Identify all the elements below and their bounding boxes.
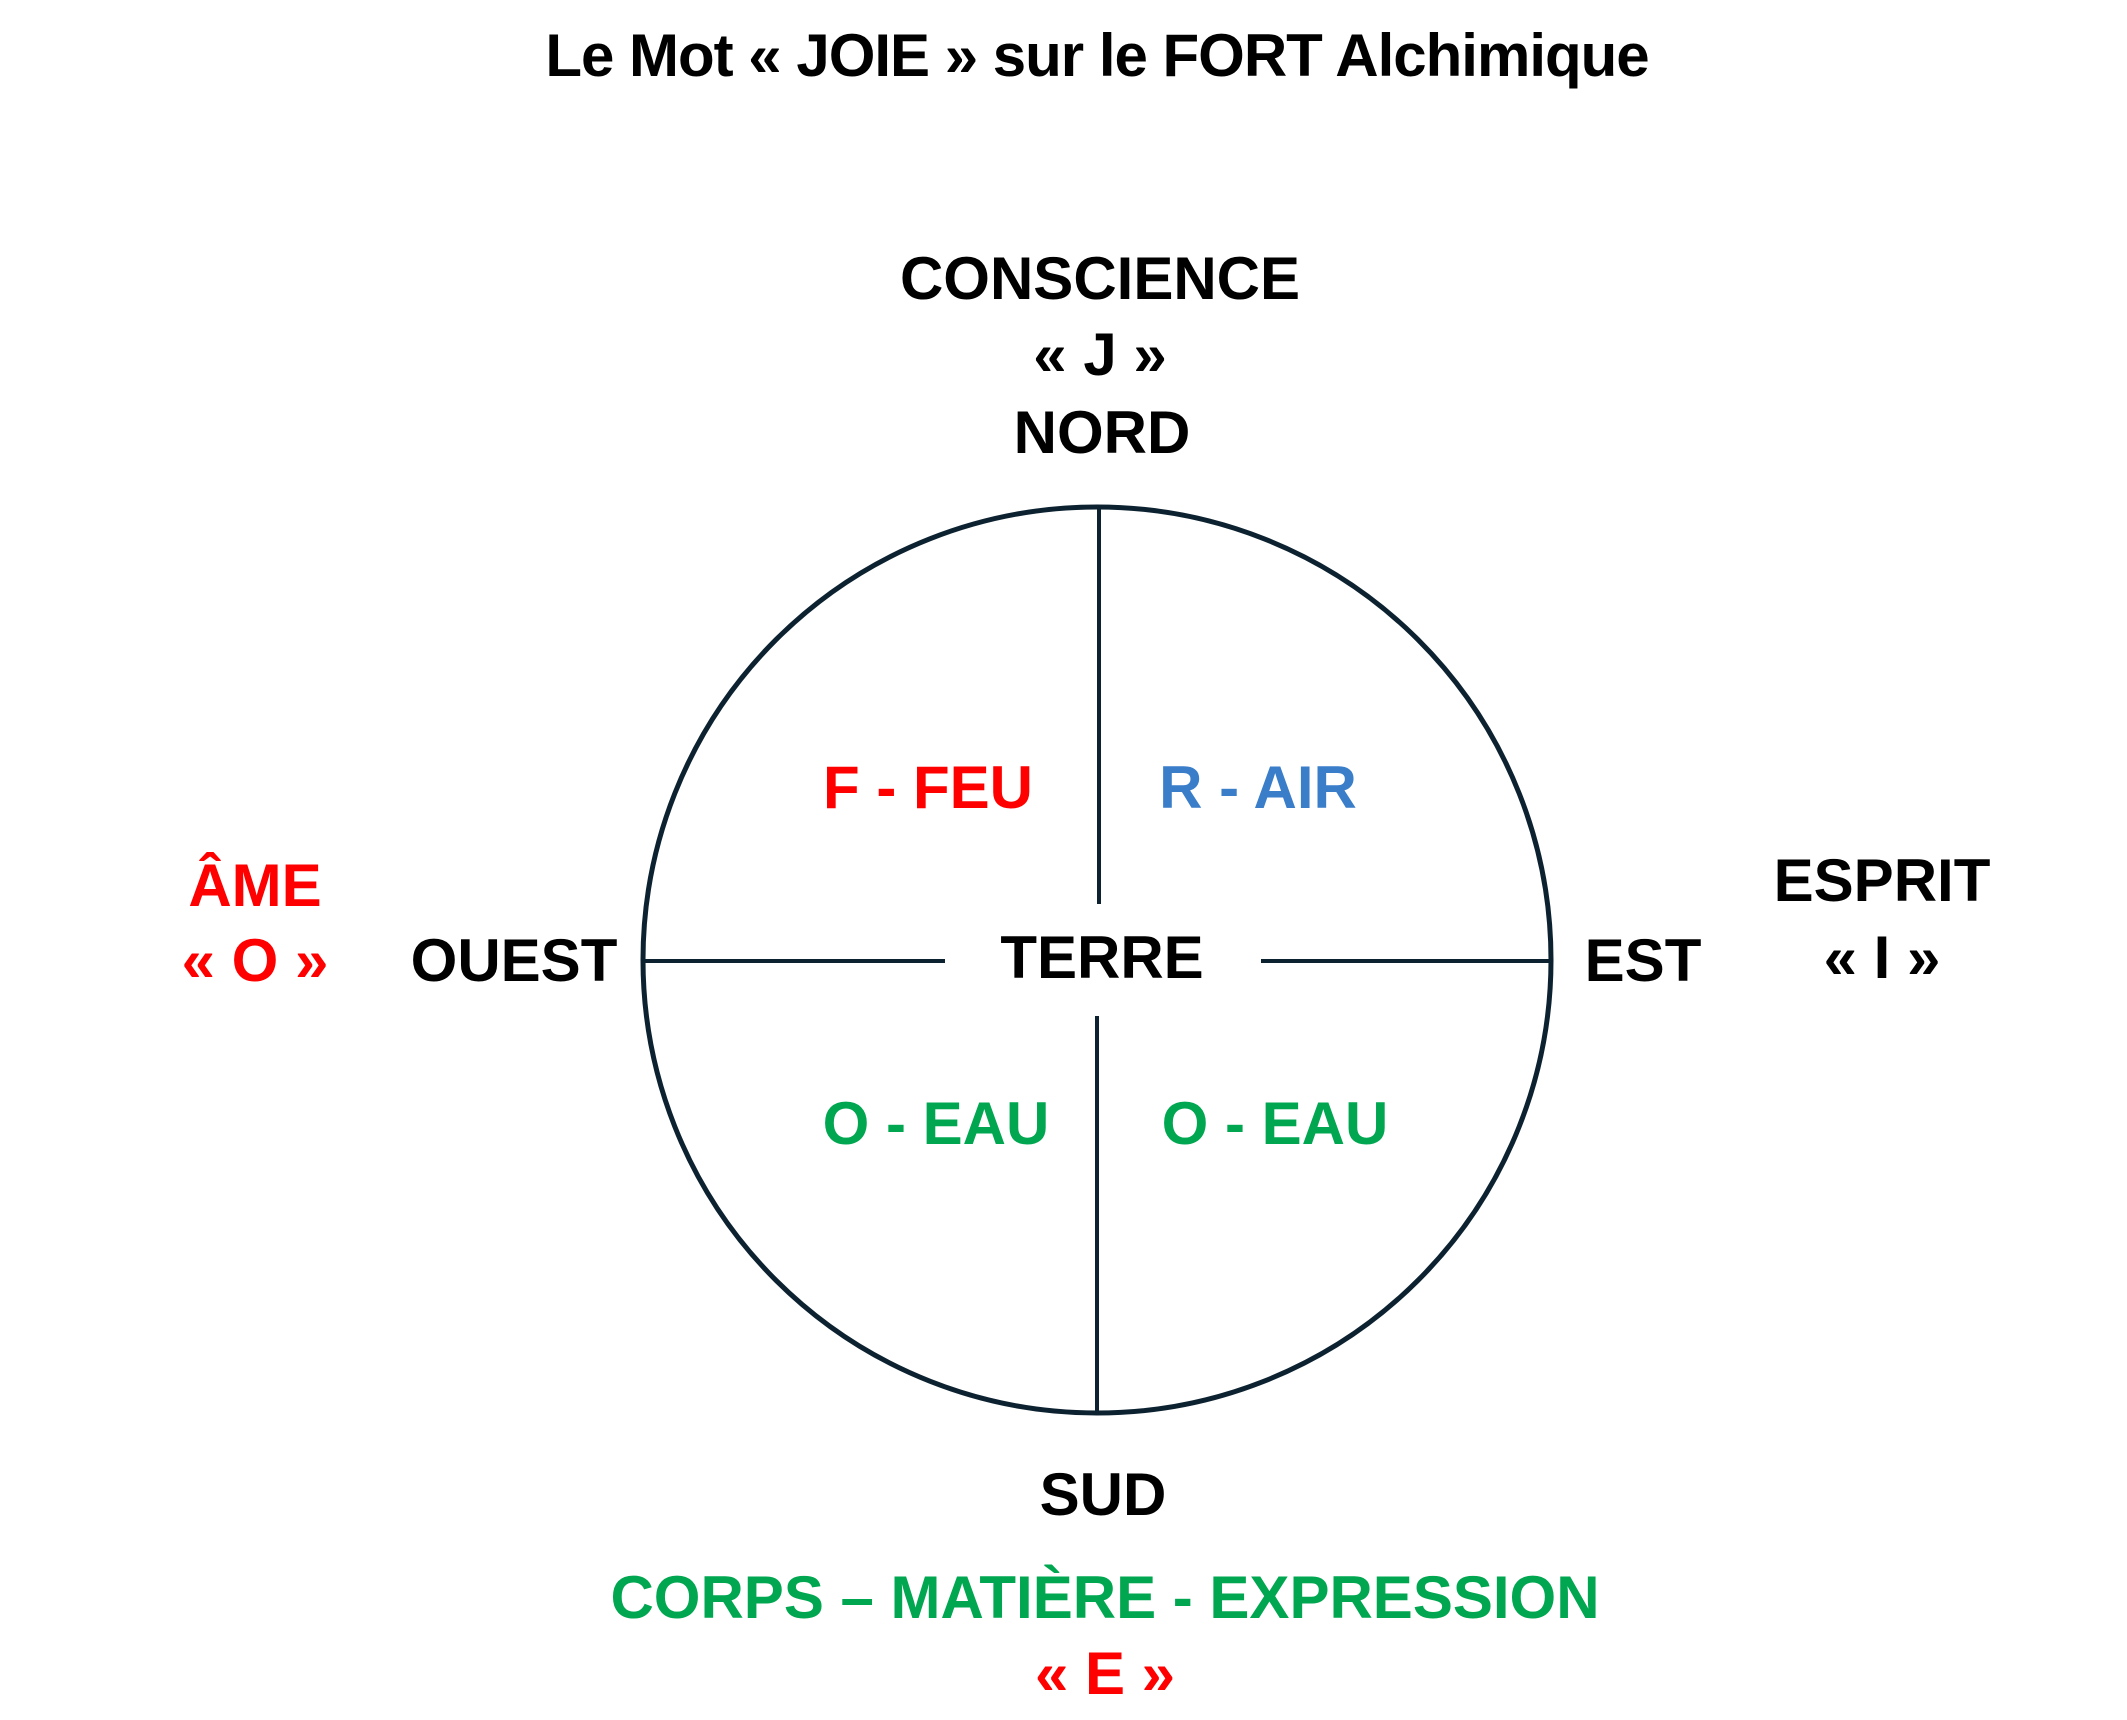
west-letter: « O » xyxy=(181,927,329,994)
east-principle: ESPRIT xyxy=(1773,847,1991,914)
north-letter: « J » xyxy=(1033,321,1167,388)
west-principle: ÂME xyxy=(188,852,322,919)
north-principle: CONSCIENCE xyxy=(899,245,1301,312)
west-direction: OUEST xyxy=(410,927,618,994)
quadrant-water-right: O - EAU xyxy=(1161,1090,1389,1157)
center-earth: TERRE xyxy=(1000,924,1204,991)
quadrant-fire: F - FEU xyxy=(823,754,1033,821)
south-direction: SUD xyxy=(1039,1461,1167,1528)
east-letter: « I » xyxy=(1823,924,1941,991)
quadrant-air: R - AIR xyxy=(1159,754,1357,821)
quadrant-water-left: O - EAU xyxy=(822,1090,1050,1157)
south-letter: « E » xyxy=(1034,1640,1176,1707)
east-direction: EST xyxy=(1584,927,1702,994)
north-direction: NORD xyxy=(1013,399,1191,466)
diagram-title: Le Mot « JOIE » sur le FORT Alchimique xyxy=(545,22,1649,89)
south-principle: CORPS – MATIÈRE - EXPRESSION xyxy=(610,1564,1600,1631)
